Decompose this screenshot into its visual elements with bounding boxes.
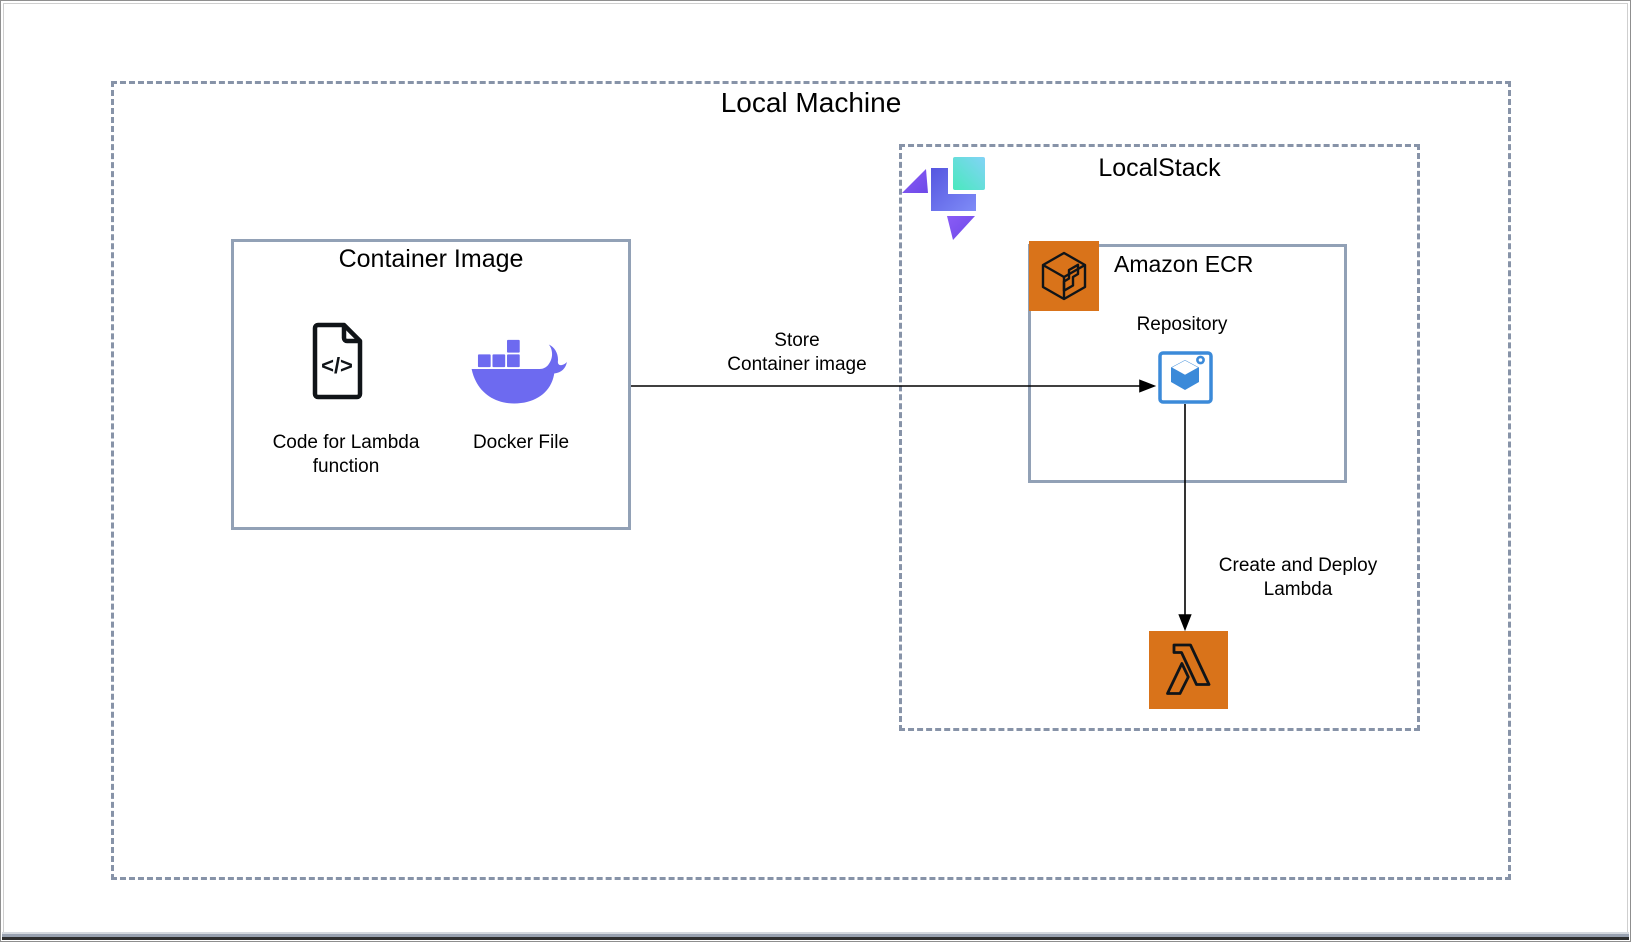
amazon-ecr-label: Amazon ECR — [1114, 251, 1254, 277]
store-arrow-label: Store Container image — [727, 330, 867, 375]
localstack-group-box — [899, 144, 1420, 731]
deploy-arrow-label: Create and Deploy Lambda — [1218, 555, 1378, 600]
code-file-label: Code for Lambda function — [272, 432, 420, 477]
code-file-icon: </> — [312, 322, 363, 400]
localstack-logo-icon — [902, 157, 985, 240]
local-machine-group-box — [111, 81, 1511, 880]
docker-file-label: Docker File — [472, 432, 570, 453]
amazon-ecr-icon — [1029, 241, 1099, 311]
container-image-label: Container Image — [338, 245, 524, 273]
local-machine-label: Local Machine — [720, 87, 902, 118]
svg-text:</>: </> — [321, 353, 353, 378]
repository-label: Repository — [1136, 314, 1228, 335]
docker-whale-icon — [471, 339, 567, 404]
localstack-label: LocalStack — [1098, 154, 1221, 182]
aws-lambda-icon — [1149, 631, 1228, 709]
container-image-box — [231, 239, 631, 530]
ecr-repository-icon — [1158, 351, 1213, 404]
window-bottom-edge — [2, 932, 1629, 940]
